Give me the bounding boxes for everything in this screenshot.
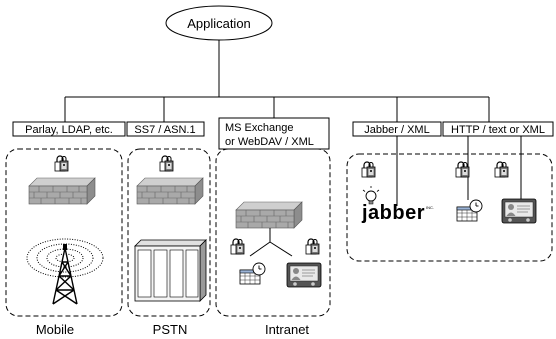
lock-icon: [159, 155, 174, 172]
interface-box-parlay: [12, 121, 126, 137]
intranet-connectors: [249, 228, 293, 257]
firewall-icon: [28, 177, 96, 205]
cell-tower-icon: [26, 238, 104, 305]
firewall-icon: [136, 177, 204, 205]
interface-label-jabber: Jabber / XML: [364, 124, 429, 136]
calendar-clock-icon: [239, 262, 266, 285]
intranet-domain-boundary: [215, 148, 331, 317]
intranet-label: Intranet: [265, 322, 309, 337]
application-label: Application: [187, 16, 251, 31]
tree-connectors: [64, 40, 490, 122]
lock-icon: [54, 155, 69, 172]
lightbulb-icon: [362, 186, 380, 205]
lock-icon: [361, 161, 376, 178]
interface-box-exchange: [218, 117, 330, 150]
mobile-domain-boundary: [5, 148, 123, 317]
jabber-logo: jabber INC.: [361, 202, 434, 224]
interface-label-http: HTTP / text or XML: [451, 124, 545, 136]
interface-label-ss7: SS7 / ASN.1: [134, 124, 195, 136]
interface-label-parlay: Parlay, LDAP, etc.: [25, 124, 113, 136]
lock-icon: [494, 161, 509, 178]
interface-box-http: [442, 121, 554, 137]
pstn-domain-boundary: [127, 148, 211, 317]
lock-icon: [455, 161, 470, 178]
jabber-suffix: INC.: [426, 205, 434, 210]
mobile-label: Mobile: [36, 322, 74, 337]
interface-label-exchange-line2: or WebDAV / XML: [225, 136, 314, 148]
lock-icon: [230, 238, 245, 255]
internet-domain-boundary: [346, 153, 553, 262]
firewall-icon: [235, 201, 303, 229]
contact-card-icon: [286, 262, 322, 288]
pstn-label: PSTN: [153, 322, 188, 337]
interface-label-exchange-line1: MS Exchange: [225, 122, 293, 134]
telephone-switch-icon: [134, 239, 207, 302]
jabber-wordmark: jabber: [361, 202, 425, 224]
calendar-clock-icon: [456, 199, 483, 222]
interface-box-ss7: [126, 121, 205, 137]
lock-icon: [305, 238, 320, 255]
contact-card-icon: [501, 198, 537, 224]
